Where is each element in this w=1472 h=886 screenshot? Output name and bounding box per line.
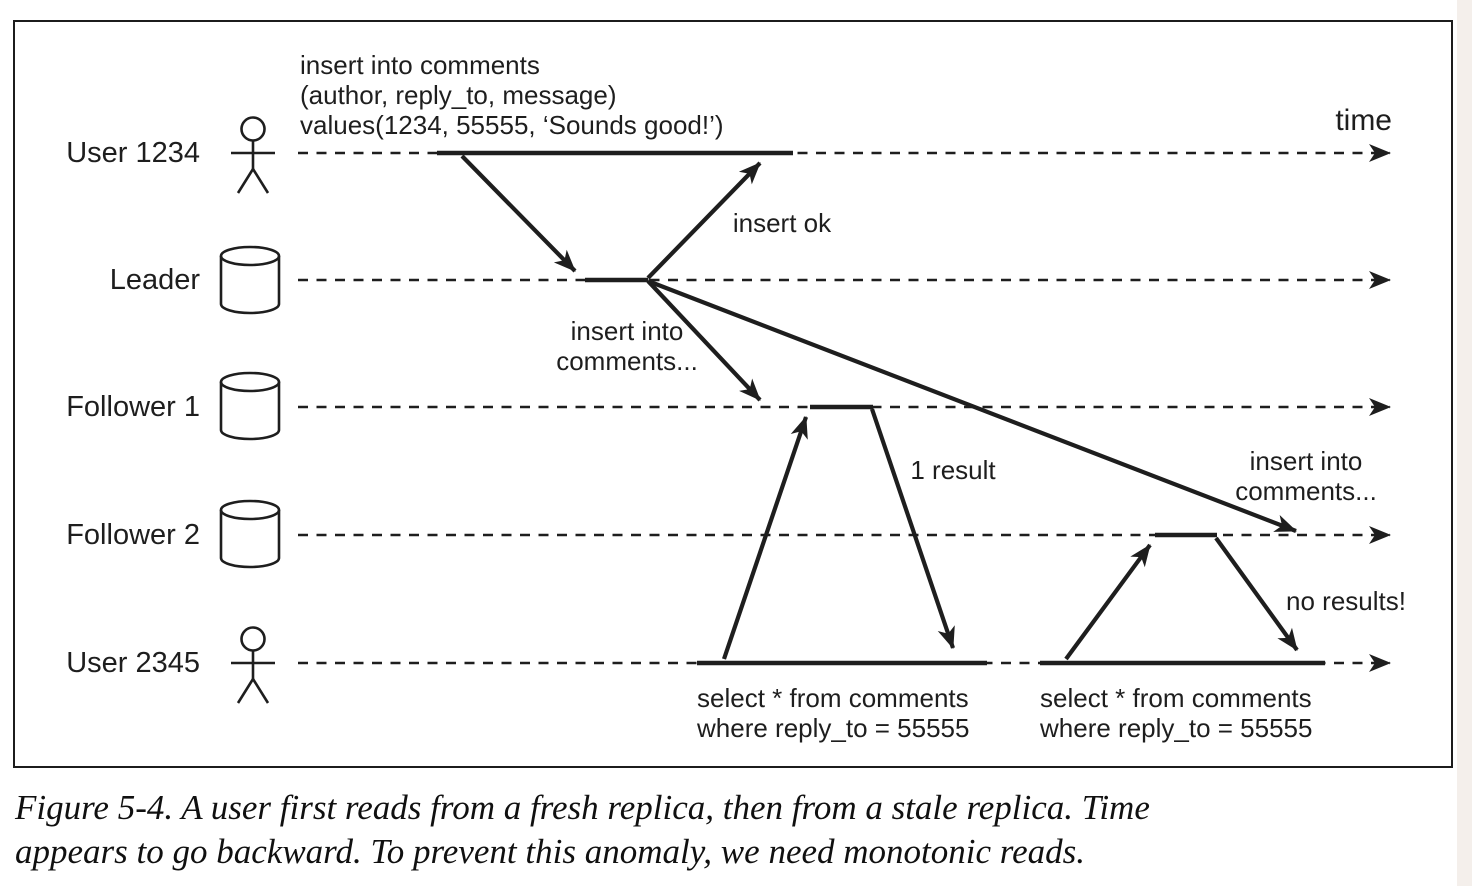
replicate-follower-1-line-1: insert into: [570, 316, 684, 346]
figure-caption: Figure 5-4. A user first reads from a fr…: [15, 786, 1455, 874]
select-query-2-annotation: select * from comments where reply_to = …: [1040, 683, 1312, 743]
arrow-insert-to-leader: [460, 154, 577, 273]
insert-ok-annotation: insert ok: [732, 208, 832, 238]
time-axis-label: time: [1335, 104, 1392, 137]
insert-query-line-2: (author, reply_to, message): [300, 80, 617, 110]
insert-query-line-1: insert into comments: [300, 50, 540, 80]
select-query-1-line-1: select * from comments: [697, 683, 969, 713]
actor-label-leader: Leader: [109, 264, 200, 296]
database-icon: [219, 499, 281, 569]
replicate-follower-1-line-2: comments...: [556, 346, 698, 376]
select-query-1-annotation: select * from comments where reply_to = …: [697, 683, 969, 743]
figure-caption-line-1: Figure 5-4. A user first reads from a fr…: [15, 788, 1150, 827]
insert-query-line-3: values(1234, 55555, ‘Sounds good!’): [300, 110, 724, 140]
person-icon: [231, 116, 275, 194]
arrow-read-1-response: [870, 408, 955, 649]
database-icon: [219, 245, 281, 315]
result-stale-annotation: no results!: [1286, 586, 1406, 616]
page-edge: [1457, 0, 1472, 886]
figure-caption-line-2: appears to go backward. To prevent this …: [15, 832, 1085, 871]
arrow-replicate-to-follower-1: [646, 279, 762, 402]
replicate-follower-1-annotation: insert into comments...: [527, 316, 727, 376]
arrow-replicate-to-follower-2: [647, 279, 1297, 533]
replicate-follower-2-line-2: comments...: [1235, 476, 1377, 506]
arrow-read-2-request: [1064, 543, 1152, 661]
select-query-2-line-1: select * from comments: [1040, 683, 1312, 713]
actor-label-user-1234: User 1234: [66, 137, 200, 169]
select-query-2-line-2: where reply_to = 55555: [1040, 713, 1313, 743]
actor-label-follower-2: Follower 2: [66, 519, 200, 551]
replicate-follower-2-line-1: insert into: [1249, 446, 1363, 476]
insert-query-annotation: insert into comments (author, reply_to, …: [300, 50, 724, 140]
select-query-1-line-2: where reply_to = 55555: [697, 713, 970, 743]
arrow-read-2-response: [1214, 536, 1299, 652]
person-icon: [231, 626, 275, 704]
replicate-follower-2-annotation: insert into comments...: [1206, 446, 1406, 506]
actor-label-user-2345: User 2345: [66, 647, 200, 679]
arrow-read-1-request: [722, 416, 808, 660]
arrow-insert-ok: [646, 161, 762, 280]
result-fresh-annotation: 1 result: [910, 455, 996, 485]
database-icon: [219, 371, 281, 441]
actor-label-follower-1: Follower 1: [66, 391, 200, 423]
